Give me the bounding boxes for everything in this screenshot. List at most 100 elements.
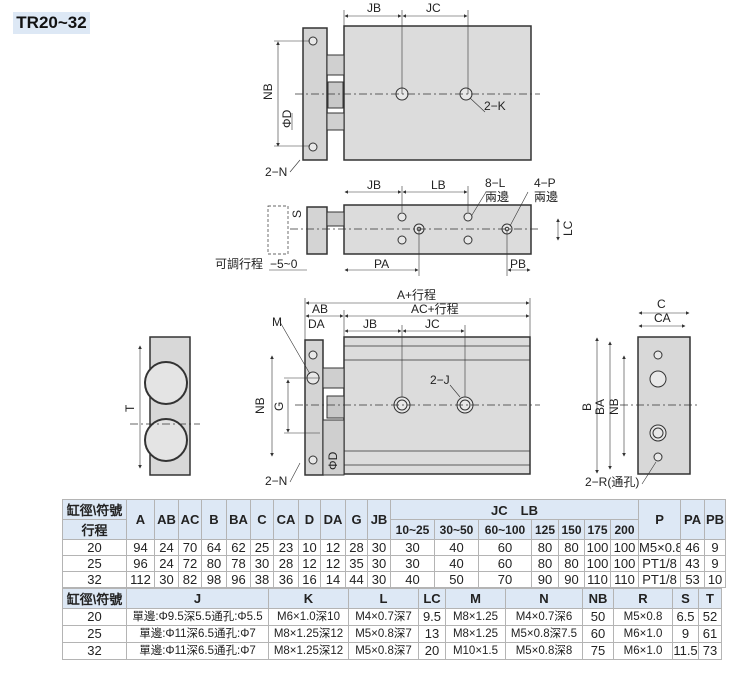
table-cell: 100 bbox=[584, 539, 611, 556]
front-da-label: DA bbox=[308, 317, 325, 331]
table-cell: 40 bbox=[434, 555, 479, 572]
table-cell: 38 bbox=[250, 571, 274, 588]
table-cell: M8×1.25 bbox=[445, 608, 506, 626]
table-cell: 36 bbox=[273, 571, 299, 588]
right-r-label: 2−R(通孔) bbox=[585, 475, 639, 489]
table-cell: 73 bbox=[698, 642, 722, 660]
table-cell: 單邊:Φ11深6.5通孔:Φ7 bbox=[126, 642, 269, 660]
table-cell: 110 bbox=[609, 571, 640, 588]
side-p-label: 4−P bbox=[534, 176, 556, 190]
column-header-jb: JB bbox=[367, 499, 391, 540]
side-adjust-label: 可調行程 bbox=[215, 256, 263, 271]
table-cell: M6×1.0 bbox=[613, 642, 673, 660]
table-cell: 30 bbox=[390, 539, 435, 556]
bore-cell: 32 bbox=[62, 571, 127, 588]
stroke-range-header: 150 bbox=[558, 519, 585, 540]
table-cell: 50 bbox=[582, 608, 614, 626]
table-cell: 61 bbox=[698, 625, 722, 643]
table-cell: 12 bbox=[298, 555, 321, 572]
column-header-ab: AB bbox=[154, 499, 179, 540]
column-header-d: D bbox=[298, 499, 321, 540]
column-header-ba: BA bbox=[226, 499, 251, 540]
front-n-label: 2−N bbox=[265, 474, 287, 488]
right-end-view bbox=[595, 311, 700, 485]
column-header-p: P bbox=[638, 499, 682, 540]
table-cell: 82 bbox=[178, 571, 202, 588]
table-cell: 28 bbox=[273, 555, 299, 572]
table-cell: 30 bbox=[390, 555, 435, 572]
right-c-label: C bbox=[657, 297, 666, 311]
column-header-lc: LC bbox=[418, 588, 446, 609]
column-header-n: N bbox=[505, 588, 583, 609]
column-header-pb: PB bbox=[704, 499, 727, 540]
table-cell: 64 bbox=[201, 539, 227, 556]
table-cell: 單邊:Φ9.5深5.5通孔:Φ5.5 bbox=[126, 608, 269, 626]
table-cell: 12 bbox=[320, 539, 346, 556]
table-cell: 30 bbox=[367, 555, 391, 572]
side-adjust-range: −5~0 bbox=[270, 257, 298, 271]
column-header-da: DA bbox=[320, 499, 346, 540]
table-cell: 9 bbox=[672, 625, 699, 643]
table-cell: 9 bbox=[704, 555, 727, 572]
table-cell: 46 bbox=[680, 539, 706, 556]
table-cell: 60 bbox=[582, 625, 614, 643]
table-cell: 110 bbox=[584, 571, 611, 588]
table-cell: 52 bbox=[698, 608, 722, 626]
table-cell: 30 bbox=[367, 539, 391, 556]
front-ac-label: AC+行程 bbox=[411, 301, 459, 316]
table-cell: 12 bbox=[320, 555, 346, 572]
table-cell: 9 bbox=[704, 539, 727, 556]
stroke-range-header: 60~100 bbox=[478, 519, 532, 540]
side-p-note: 兩邊 bbox=[534, 190, 558, 204]
left-t-label: T bbox=[123, 404, 137, 412]
table-cell: 11.5 bbox=[672, 642, 699, 660]
table-cell: 94 bbox=[126, 539, 155, 556]
technical-drawing: JB JC NB ΦD 2−N 2−K JB LB 8−L 兩邊 4−P 兩邊 … bbox=[123, 1, 700, 489]
table-cell: 44 bbox=[345, 571, 368, 588]
table-cell: 6.5 bbox=[672, 608, 699, 626]
table-cell: 24 bbox=[154, 555, 179, 572]
table-cell: 43 bbox=[680, 555, 706, 572]
table-cell: 60 bbox=[478, 539, 532, 556]
table-cell: 單邊:Φ11深6.5通孔:Φ7 bbox=[126, 625, 269, 643]
table-cell: 62 bbox=[226, 539, 251, 556]
table-cell: M6×1.0 bbox=[613, 625, 673, 643]
corner-header-top: 缸徑\符號 bbox=[62, 499, 127, 520]
table-cell: 90 bbox=[531, 571, 559, 588]
side-view bbox=[267, 186, 560, 276]
top-phi-d-label: ΦD bbox=[280, 109, 294, 128]
table-cell: 24 bbox=[154, 539, 179, 556]
front-m-label: M bbox=[272, 315, 282, 329]
bore-cell: 25 bbox=[62, 555, 127, 572]
model-title: TR20~32 bbox=[13, 12, 90, 34]
table-cell: 25 bbox=[250, 539, 274, 556]
right-ba-label: BA bbox=[593, 399, 607, 415]
table-cell: 40 bbox=[390, 571, 435, 588]
table-cell: 28 bbox=[345, 539, 368, 556]
corner-header: 缸徑\符號 bbox=[62, 588, 127, 609]
table-cell: 40 bbox=[434, 539, 479, 556]
column-header-m: M bbox=[445, 588, 506, 609]
column-header-nb: NB bbox=[582, 588, 614, 609]
stroke-range-header: 175 bbox=[584, 519, 611, 540]
table-cell: 90 bbox=[558, 571, 585, 588]
table-cell: 75 bbox=[582, 642, 614, 660]
stroke-range-header: 200 bbox=[609, 519, 640, 540]
table-cell: 53 bbox=[680, 571, 706, 588]
front-g-label: G bbox=[272, 402, 286, 411]
top-jb-label: JB bbox=[367, 1, 381, 15]
side-l-note: 兩邊 bbox=[485, 190, 509, 204]
table-cell: M5×0.8 bbox=[613, 608, 673, 626]
table-cell: 20 bbox=[418, 642, 446, 660]
top-k-label: 2−K bbox=[484, 99, 506, 113]
table-cell: M8×1.25深12 bbox=[268, 642, 349, 660]
column-header-ac: AC bbox=[178, 499, 202, 540]
column-header-r: R bbox=[613, 588, 673, 609]
side-lc-label: LC bbox=[561, 220, 575, 236]
table-cell: 13 bbox=[418, 625, 446, 643]
table-cell: 96 bbox=[126, 555, 155, 572]
front-nb-label: NB bbox=[253, 397, 267, 414]
